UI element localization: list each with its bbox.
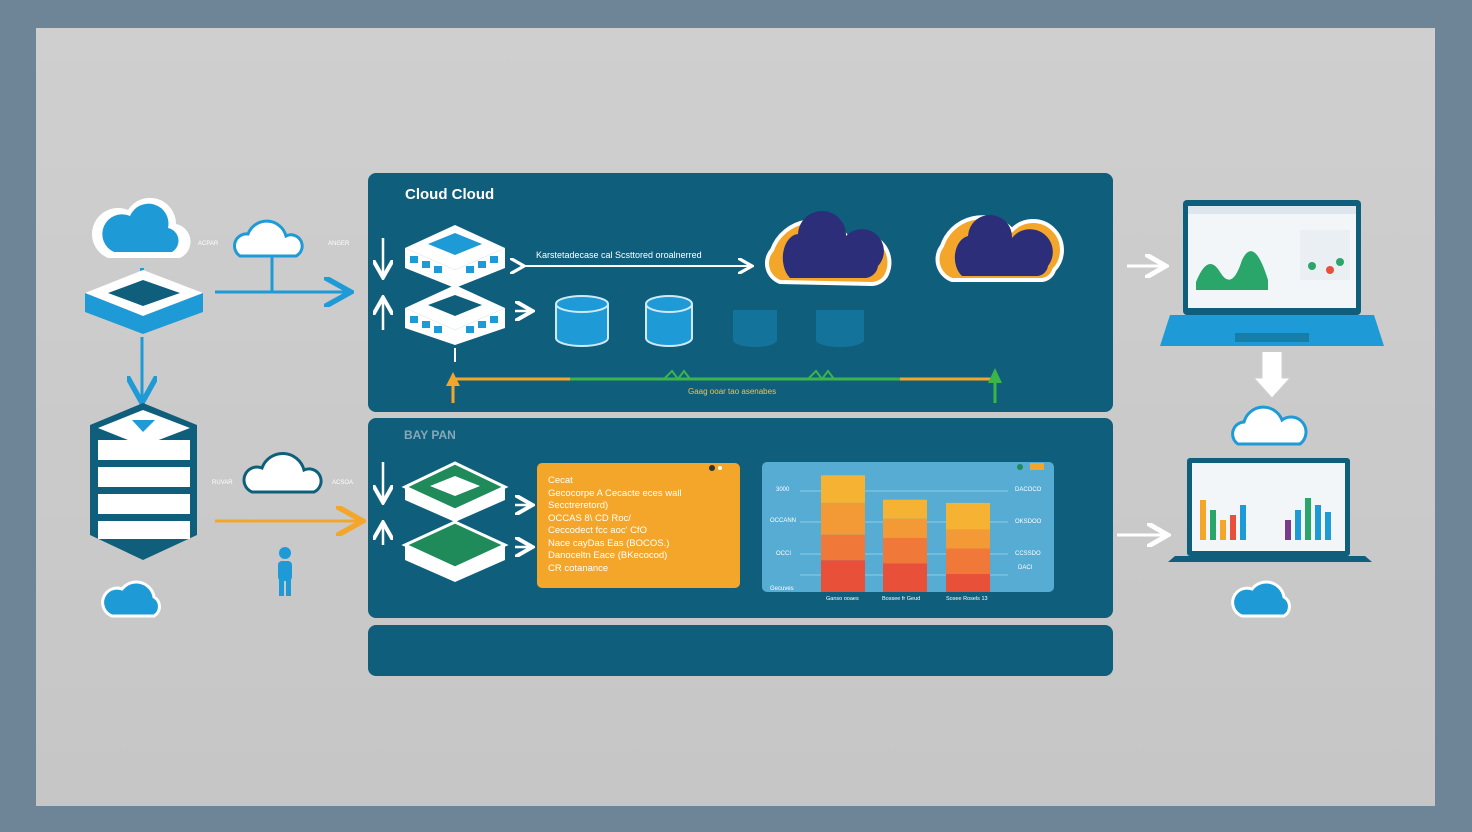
bar-segment-layer3 [946, 529, 990, 549]
cloud-label-left: ACPAR [198, 241, 219, 247]
info-card-text: Cecat Gecocorpe A Cecacte eces wall Secc… [548, 475, 682, 575]
right-tick: DACI [1018, 565, 1033, 571]
right-tick: CCSSDO [1015, 551, 1041, 557]
card-line: Cecat [548, 475, 573, 486]
bar-segment-layer2 [883, 537, 927, 564]
card-line: Secctreretord) [548, 500, 609, 511]
right-tick: DACOCO [1015, 487, 1042, 493]
cloud-label-right: ANGER [328, 241, 350, 247]
faded-database-icon [733, 310, 864, 347]
panel-title: Cloud Cloud [405, 186, 495, 203]
card-line: Ceccodect fcc aoc' CfO [548, 525, 647, 536]
analytics-header: BAY PAN [404, 428, 456, 442]
bar-segment-layer2 [946, 548, 990, 574]
green-server-icon [401, 461, 509, 582]
cloud-processing-panel [368, 173, 1113, 412]
server-rack-icon [405, 225, 505, 345]
laptop-dashboard-icon [1160, 200, 1384, 346]
bar-segment-layer4 [821, 475, 865, 503]
bar-segment-layer3 [821, 502, 865, 535]
category-label: Ganso ooaes [826, 596, 859, 602]
network-cloud-icon [233, 219, 304, 258]
cloud-label-right-2: ACSOA [332, 480, 354, 486]
storage-cloud-icon-2 [935, 214, 1064, 282]
card-line: Nace cayDas Eas (BOCOS.) [548, 537, 670, 549]
left-tick: OCCANN [770, 518, 797, 524]
laptop-report-icon [1168, 458, 1372, 562]
card-line: OCCAS 8\ CD Roc/ [548, 512, 631, 524]
user-icon [278, 547, 292, 596]
category-label: Sosee Rosels 13 [946, 596, 988, 602]
download-arrow [1252, 352, 1292, 399]
alert-cloud-icon-right [1231, 580, 1291, 618]
info-card [537, 463, 740, 588]
bar-segment-layer4 [946, 502, 990, 530]
alert-cloud-icon [101, 580, 161, 618]
network-cloud-icon-2 [242, 451, 323, 494]
left-tick: 3000 [776, 487, 790, 493]
card-line: Gecocorpe A Cecacte eces wall [548, 487, 682, 499]
sync-cloud-icon [1231, 405, 1308, 446]
storage-cloud-icon [764, 210, 892, 287]
cloud-label-left-2: RUVAR [212, 480, 233, 486]
left-tick: OCCI [776, 551, 791, 557]
card-line: Danoceltn Eace (BKecocod) [548, 550, 668, 561]
bar-segment-layer1 [821, 560, 865, 592]
bar-segment-layer1 [883, 563, 927, 592]
category-label: Bossee fr Geud [882, 596, 921, 602]
bar-segment-layer2 [821, 534, 865, 561]
left-tick: Gecuves [770, 586, 794, 592]
right-tick: OKSDOO [1015, 519, 1042, 525]
cloud-icon [92, 197, 191, 258]
sync-label: Karstetadecase cal Scsttored oroalnerred [536, 250, 702, 260]
database-stack-icon [90, 403, 197, 560]
pipeline-label: Gaag ooar tao asenabes [688, 387, 777, 396]
bar-segment-layer4 [883, 499, 927, 519]
diagram-canvas [36, 28, 1435, 806]
server-platform-icon [85, 270, 203, 334]
footer-panel [368, 625, 1113, 676]
bar-segment-layer3 [883, 518, 927, 538]
database-icon [555, 295, 693, 347]
card-line: CR cotanance [548, 562, 609, 574]
bar-segment-layer1 [946, 573, 990, 592]
